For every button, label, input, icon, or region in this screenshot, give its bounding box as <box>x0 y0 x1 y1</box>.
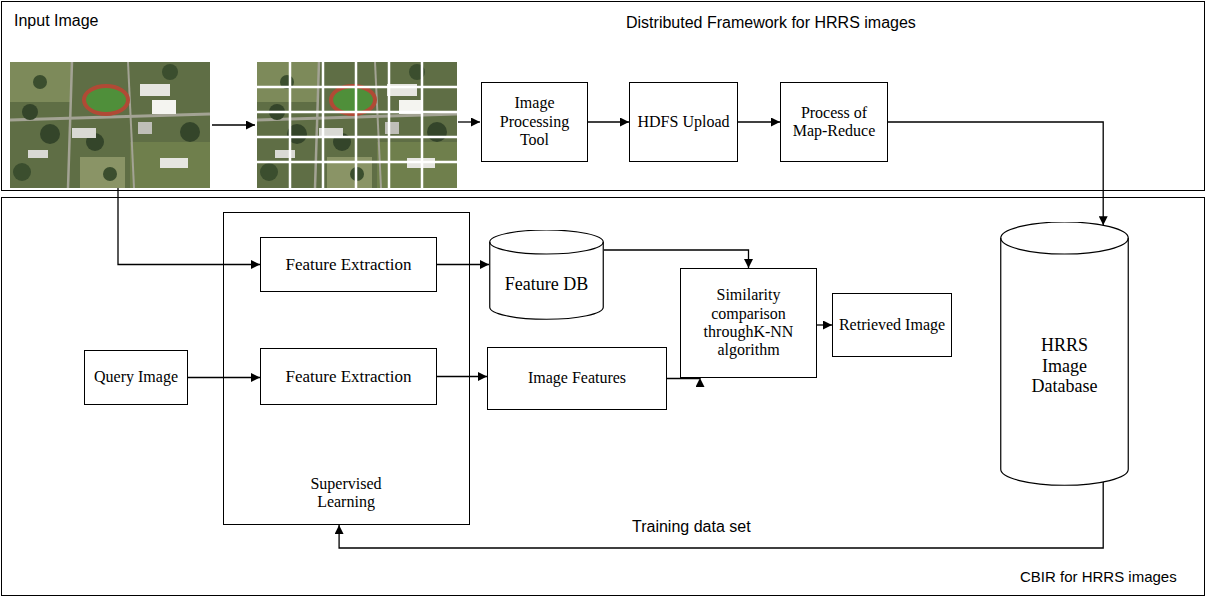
framework-panel: Distributed Framework for HRRS images Inp… <box>1 1 1205 191</box>
output-box: Retrieved Image <box>832 293 952 357</box>
box-label: Process of Map-Reduce <box>786 104 882 141</box>
data-box: Image Features <box>487 347 667 410</box>
input-image: Input Image <box>10 10 210 188</box>
process-box: Feature Extraction <box>260 348 437 405</box>
group-label: Supervised Learning <box>291 475 401 512</box>
process-box: Process of Map-Reduce <box>780 82 888 162</box>
database-label: Feature DB <box>505 274 588 295</box>
flow-arrow <box>458 121 480 122</box>
database-label: HRRS Image Database <box>1022 335 1108 397</box>
database-cylinder: HRRS Image Database <box>1000 222 1129 486</box>
process-box: HDFS Upload <box>629 82 738 162</box>
connector-arrow <box>604 250 749 268</box>
box-label: Retrieved Image <box>839 316 945 334</box>
connector-arrow <box>817 324 832 325</box>
box-label: Image Processing Tool <box>487 94 582 149</box>
process-box: Similarity comparison throughK-NN algori… <box>680 268 817 378</box>
box-label: Feature Extraction <box>285 367 411 387</box>
connector-arrow <box>588 121 629 122</box>
connector-arrow <box>738 121 780 122</box>
cbir-panel: CBIR for HRRS images Supervised Learning F… <box>1 197 1205 596</box>
box-label: Similarity comparison throughK-NN algori… <box>686 286 811 360</box>
cylinder-rim <box>490 242 604 254</box>
panel-title: CBIR for HRRS images <box>1020 568 1177 585</box>
tile-grid <box>257 62 457 188</box>
panel-title: Distributed Framework for HRRS images <box>626 14 916 32</box>
learning-group: Supervised LearningFeature ExtractionFea… <box>223 212 470 525</box>
cylinder-body <box>1001 222 1129 485</box>
connector-arrow <box>118 188 260 265</box>
connector-arrow <box>437 376 487 377</box>
cylinder-body <box>490 230 604 319</box>
flow-arrow <box>212 124 255 125</box>
box-label: Query Image <box>94 368 178 386</box>
box-label: Image Features <box>528 369 626 387</box>
process-box: Image Processing Tool <box>481 82 588 162</box>
process-box: Feature Extraction <box>260 237 437 292</box>
box-label: HDFS Upload <box>637 113 729 131</box>
connector-arrow <box>888 122 1103 225</box>
connector-arrow <box>339 482 1103 548</box>
aerial-image <box>10 62 210 188</box>
connector-arrow <box>188 377 260 378</box>
tiled-aerial-image <box>257 62 457 188</box>
cylinder-rim <box>1001 238 1129 254</box>
input-box: Query Image <box>84 350 188 405</box>
database-cylinder: Feature DB <box>489 230 604 320</box>
image-heading: Input Image <box>14 12 99 30</box>
edge-label: Training data set <box>629 518 754 536</box>
connector-arrow <box>437 264 489 265</box>
box-label: Feature Extraction <box>285 255 411 275</box>
